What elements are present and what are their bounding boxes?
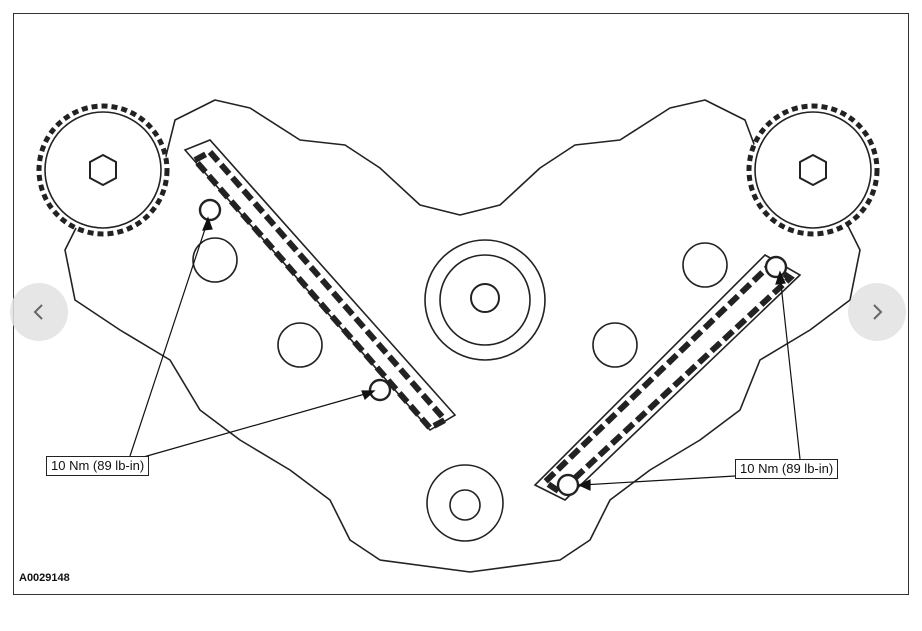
leader-lines	[129, 216, 801, 491]
chevron-right-icon	[873, 304, 883, 320]
water-pump-outer	[424, 239, 546, 361]
left-bore-1	[192, 237, 238, 283]
left-bore-2	[277, 322, 323, 368]
chevron-left-icon	[33, 304, 43, 320]
right-chain-guide	[533, 254, 802, 501]
water-pump-hub	[470, 283, 500, 313]
right-cam-sprocket	[746, 103, 880, 237]
left-chain-guide	[183, 139, 457, 432]
right-bore-2	[592, 322, 638, 368]
torque-callout-right: 10 Nm (89 lb-in)	[735, 459, 839, 479]
previous-image-button[interactable]	[10, 283, 68, 341]
water-pump-inner	[439, 254, 531, 346]
torque-callout-left: 10 Nm (89 lb-in)	[46, 456, 150, 476]
next-image-button[interactable]	[848, 283, 906, 341]
left-cam-sprocket	[36, 103, 170, 237]
right-bore-1	[682, 242, 728, 288]
crank-hub	[449, 489, 481, 521]
crank-sprocket	[426, 464, 504, 542]
figure-id: A0029148	[19, 572, 70, 584]
engine-block-outline	[64, 99, 861, 573]
